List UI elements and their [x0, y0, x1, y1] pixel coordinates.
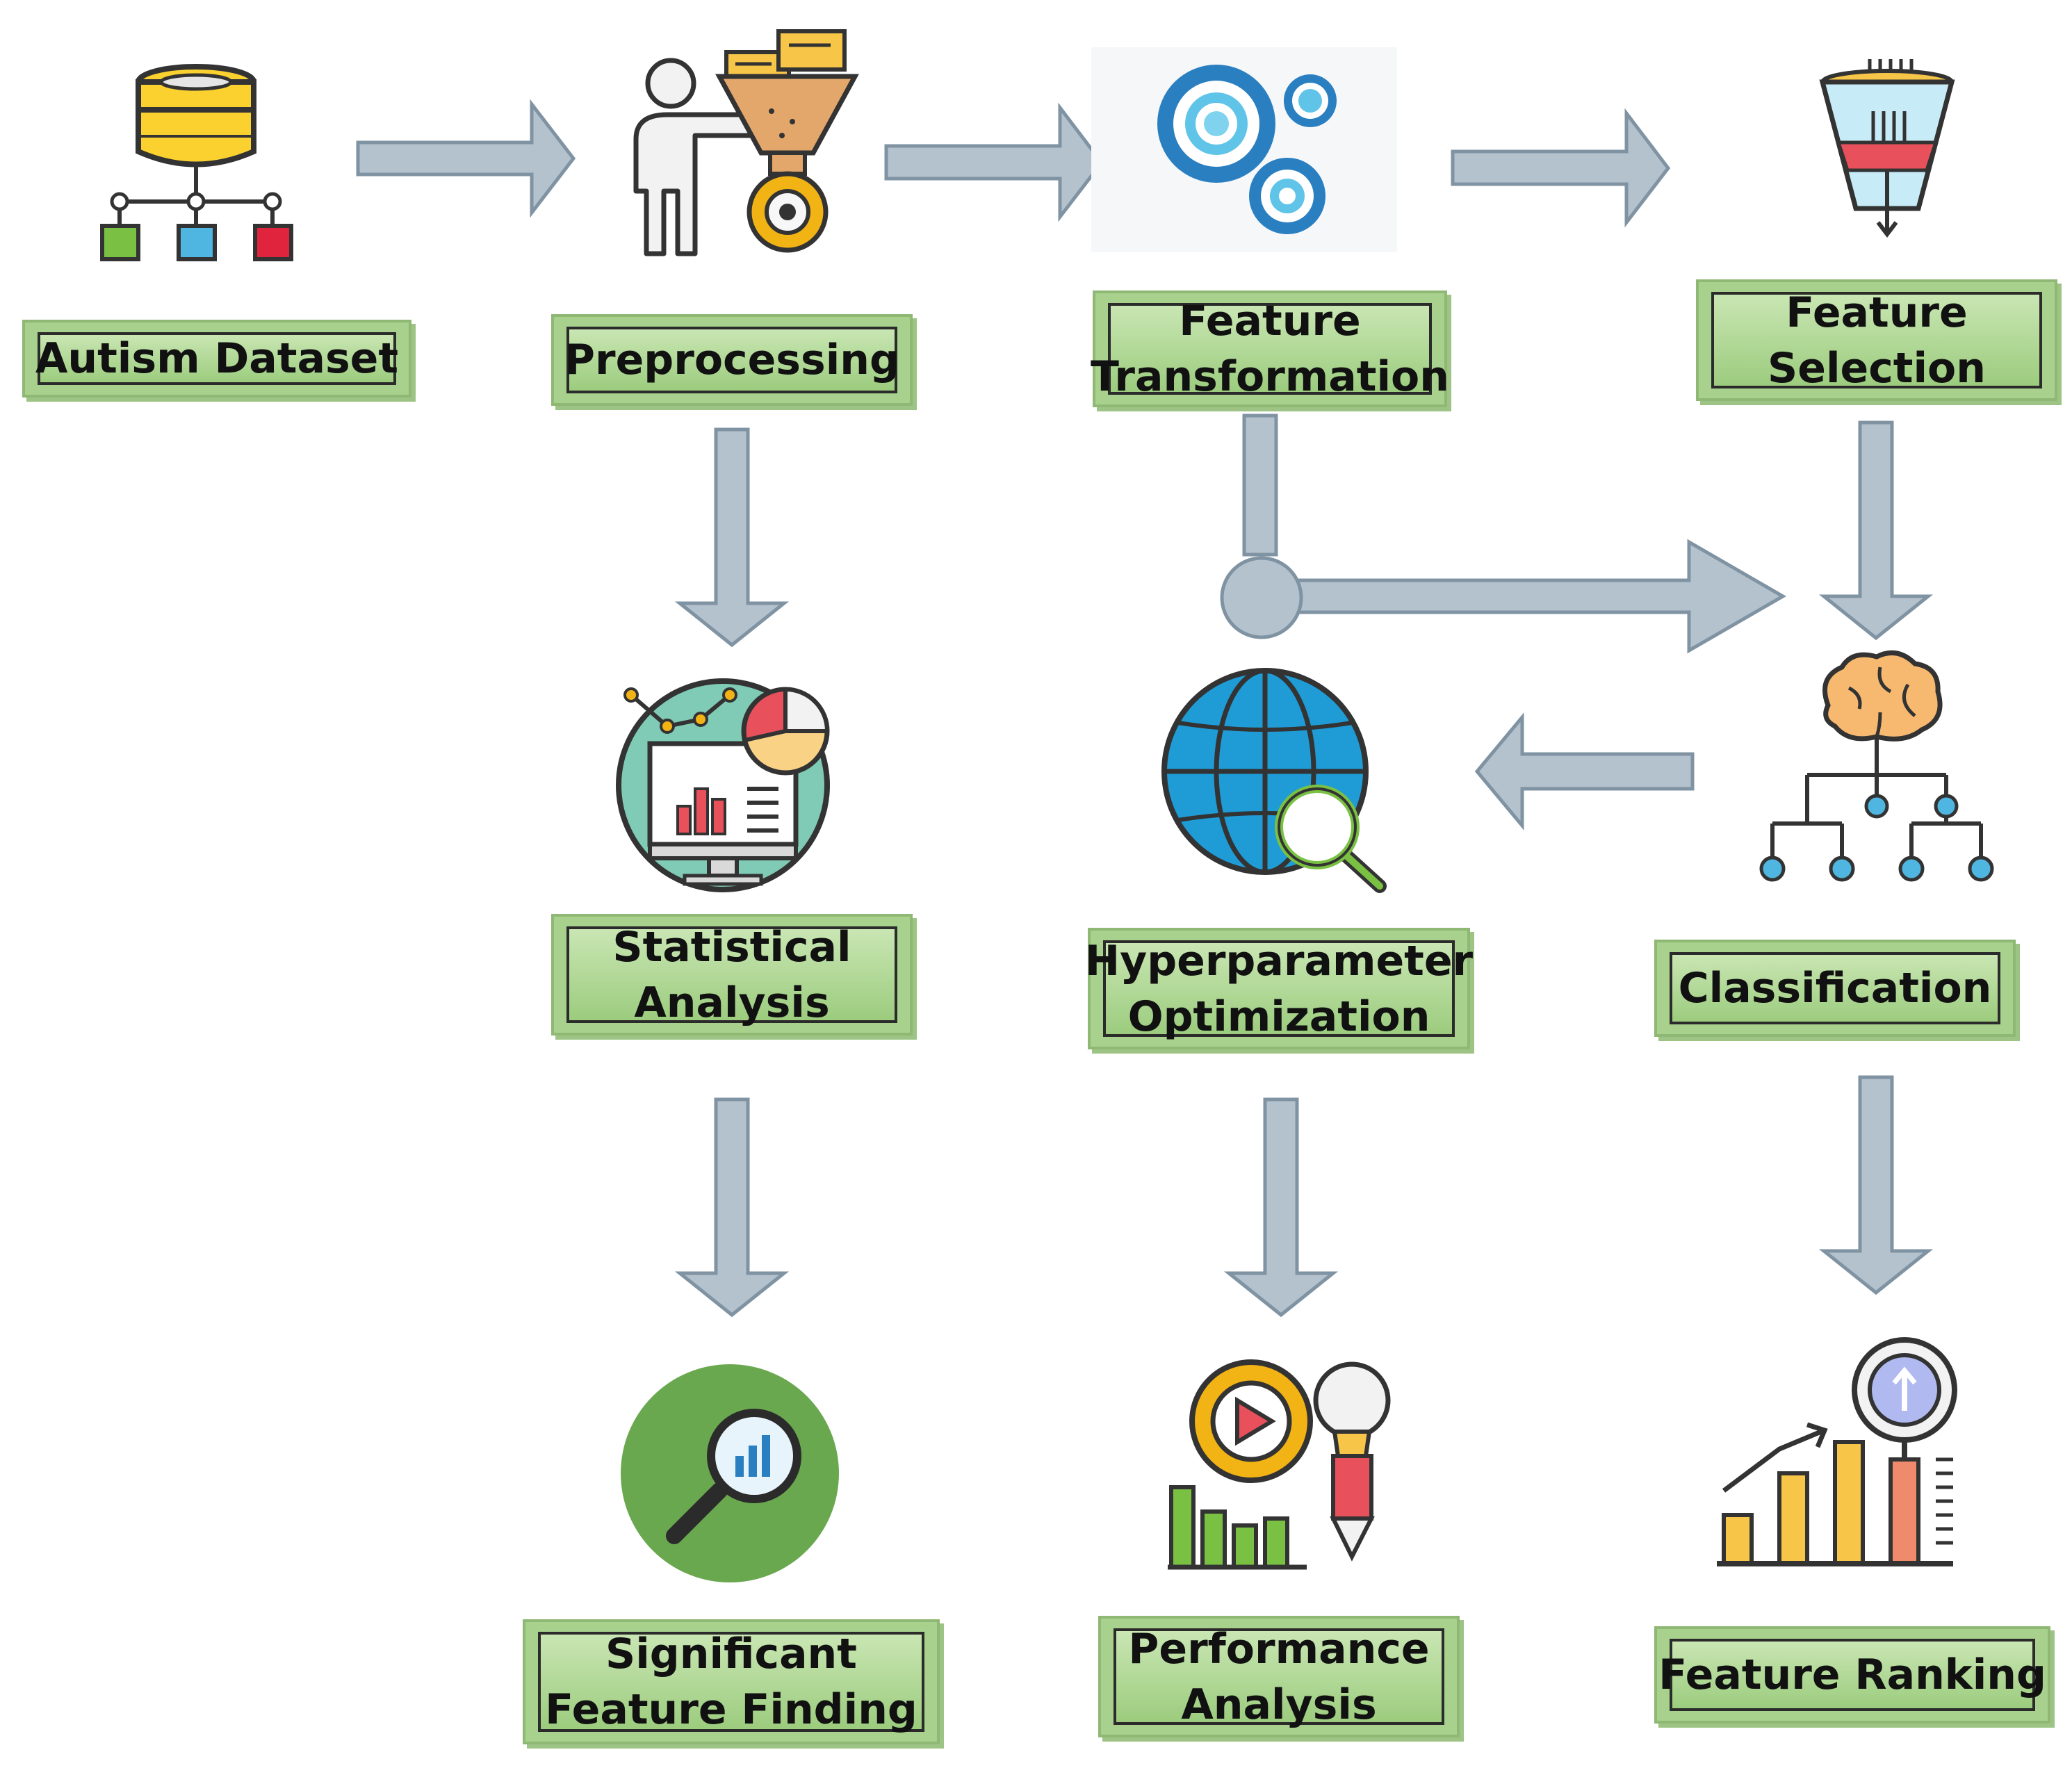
label-frame — [538, 1632, 924, 1732]
node-label-line: Statistical — [612, 922, 851, 972]
node-label-line: Classification — [1678, 964, 1992, 1013]
arrow-transformation-to-selection — [1451, 108, 1671, 228]
node-label-line: Feature Ranking — [1658, 1651, 2046, 1699]
arrow-classification-to-hyperparameter — [1474, 712, 1695, 830]
node-label: Performance Analysis — [1114, 1621, 1443, 1733]
node-feature-selection: Feature Selection — [1696, 279, 2057, 401]
node-preprocessing: Preprocessing — [551, 314, 913, 406]
node-label-line: Analysis — [634, 978, 830, 1027]
node-label: Classification — [1665, 960, 2006, 1016]
label-frame — [566, 926, 897, 1023]
node-label-line: Feature Finding — [545, 1685, 917, 1734]
gear-play-bulb-icon — [1168, 1359, 1391, 1570]
brain-tree-icon — [1759, 650, 1994, 882]
monitor-chart-icon — [616, 678, 830, 892]
label-frame — [1114, 1628, 1444, 1725]
node-label: Feature Selection — [1754, 285, 2000, 396]
connector-junction — [1220, 556, 1303, 639]
node-label-line: Significant — [605, 1630, 857, 1678]
node-label-line: Performance — [1128, 1624, 1430, 1673]
node-classification: Classification — [1654, 940, 2016, 1037]
person-funnel-gear-icon — [633, 29, 859, 256]
node-label: Preprocessing — [550, 332, 913, 388]
label-frame — [38, 332, 396, 385]
node-performance-analysis: Performance Analysis — [1098, 1616, 1460, 1737]
arrow-classification-to-ranking — [1818, 1075, 1934, 1295]
node-feature-transformation: Feature Transformation — [1091, 290, 1449, 407]
node-label-line: Preprocessing — [564, 336, 899, 384]
arrow-preprocessing-to-statistics — [674, 427, 790, 648]
connector-transformation-down — [1242, 414, 1278, 557]
node-label-line: Transformation — [1091, 352, 1449, 401]
arrow-selection-to-classification — [1818, 420, 1934, 641]
node-label: Autism Dataset — [22, 331, 412, 386]
label-frame — [1108, 303, 1432, 395]
node-label: Feature Transformation — [1077, 293, 1463, 404]
label-frame — [1670, 1639, 2035, 1711]
node-statistical-analysis: Statistical Analysis — [551, 914, 913, 1036]
node-label: Hyperparameter Optimization — [1071, 933, 1487, 1045]
node-label-line: Analysis — [1181, 1680, 1377, 1729]
node-label-line: Selection — [1768, 343, 1986, 393]
database-hierarchy-icon — [100, 64, 293, 261]
node-label-line: Optimization — [1127, 992, 1430, 1041]
label-frame — [1711, 292, 2042, 388]
label-frame — [1670, 952, 2000, 1024]
node-label-line: Feature — [1786, 288, 1968, 337]
node-label: Feature Ranking — [1645, 1647, 2060, 1703]
bar-chart-magnifier-icon — [1717, 1337, 1957, 1566]
node-label: Significant Feature Finding — [531, 1626, 931, 1737]
label-frame — [1103, 940, 1455, 1037]
arrow-preprocessing-to-transformation — [884, 102, 1104, 222]
globe-search-icon — [1161, 668, 1387, 893]
node-label-line: Hyperparameter — [1084, 936, 1474, 985]
arrow-junction-to-classification — [1291, 539, 1786, 654]
label-frame — [566, 327, 897, 393]
node-feature-ranking: Feature Ranking — [1654, 1626, 2050, 1724]
filter-funnel-icon — [1819, 59, 1955, 238]
node-label-line: Autism Dataset — [35, 334, 399, 383]
node-label: Statistical Analysis — [598, 919, 865, 1031]
node-significant-feature-finding: Significant Feature Finding — [523, 1619, 940, 1744]
gears-icon — [1091, 47, 1397, 252]
node-label-line: Feature — [1179, 297, 1361, 345]
arrow-hyperparameter-to-performance — [1223, 1097, 1339, 1318]
magnifier-chart-icon — [621, 1364, 839, 1582]
arrow-dataset-to-preprocessing — [356, 99, 576, 218]
arrow-statistics-to-significant — [674, 1097, 790, 1318]
node-autism-dataset: Autism Dataset — [22, 320, 411, 398]
node-hyperparameter-optimization: Hyperparameter Optimization — [1085, 928, 1473, 1049]
